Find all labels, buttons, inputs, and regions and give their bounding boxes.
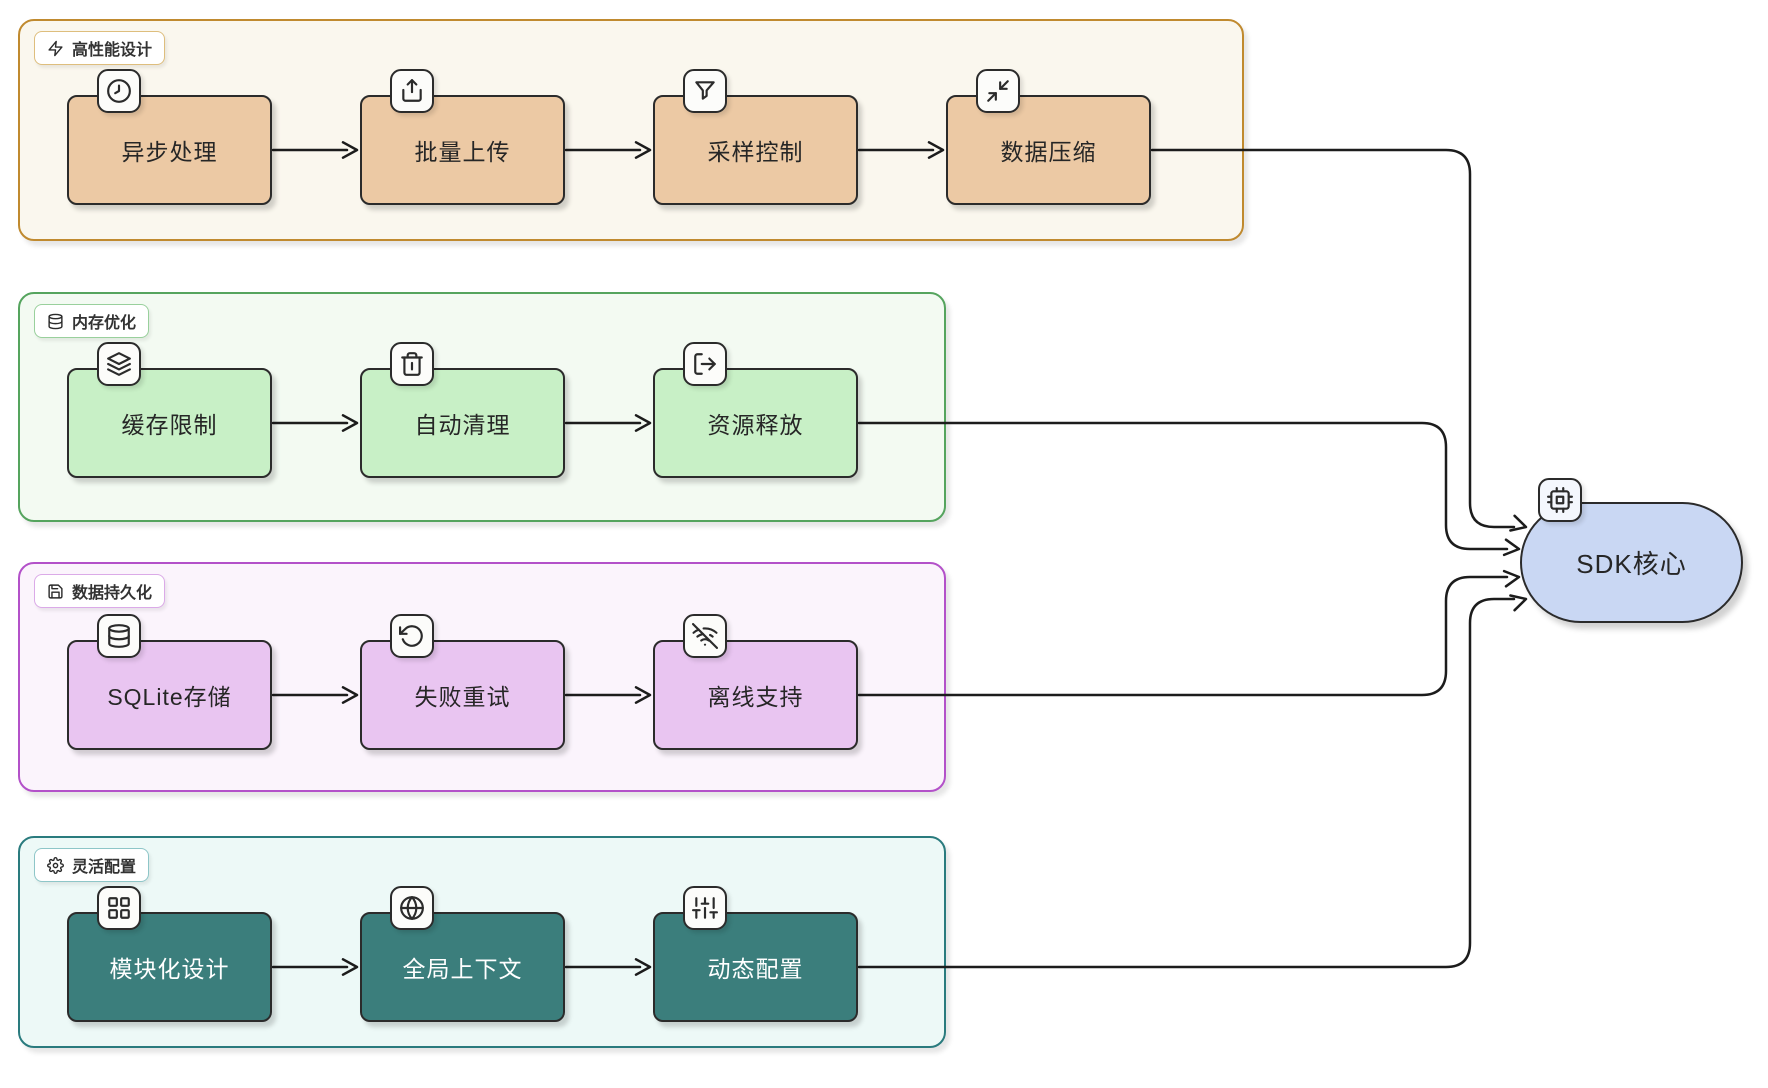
edge <box>927 141 945 159</box>
edge <box>341 958 359 976</box>
edge <box>1502 569 1521 588</box>
edge <box>341 414 359 432</box>
edge <box>341 686 359 704</box>
edge <box>1509 514 1528 532</box>
edge <box>634 141 652 159</box>
edge <box>634 686 652 704</box>
edge <box>857 575 1509 697</box>
edge <box>634 414 652 432</box>
edge <box>1509 594 1528 612</box>
edge <box>857 421 1509 551</box>
edge <box>1150 148 1516 529</box>
edge <box>1502 538 1521 557</box>
edge <box>634 958 652 976</box>
edge <box>341 141 359 159</box>
edge <box>857 597 1516 969</box>
